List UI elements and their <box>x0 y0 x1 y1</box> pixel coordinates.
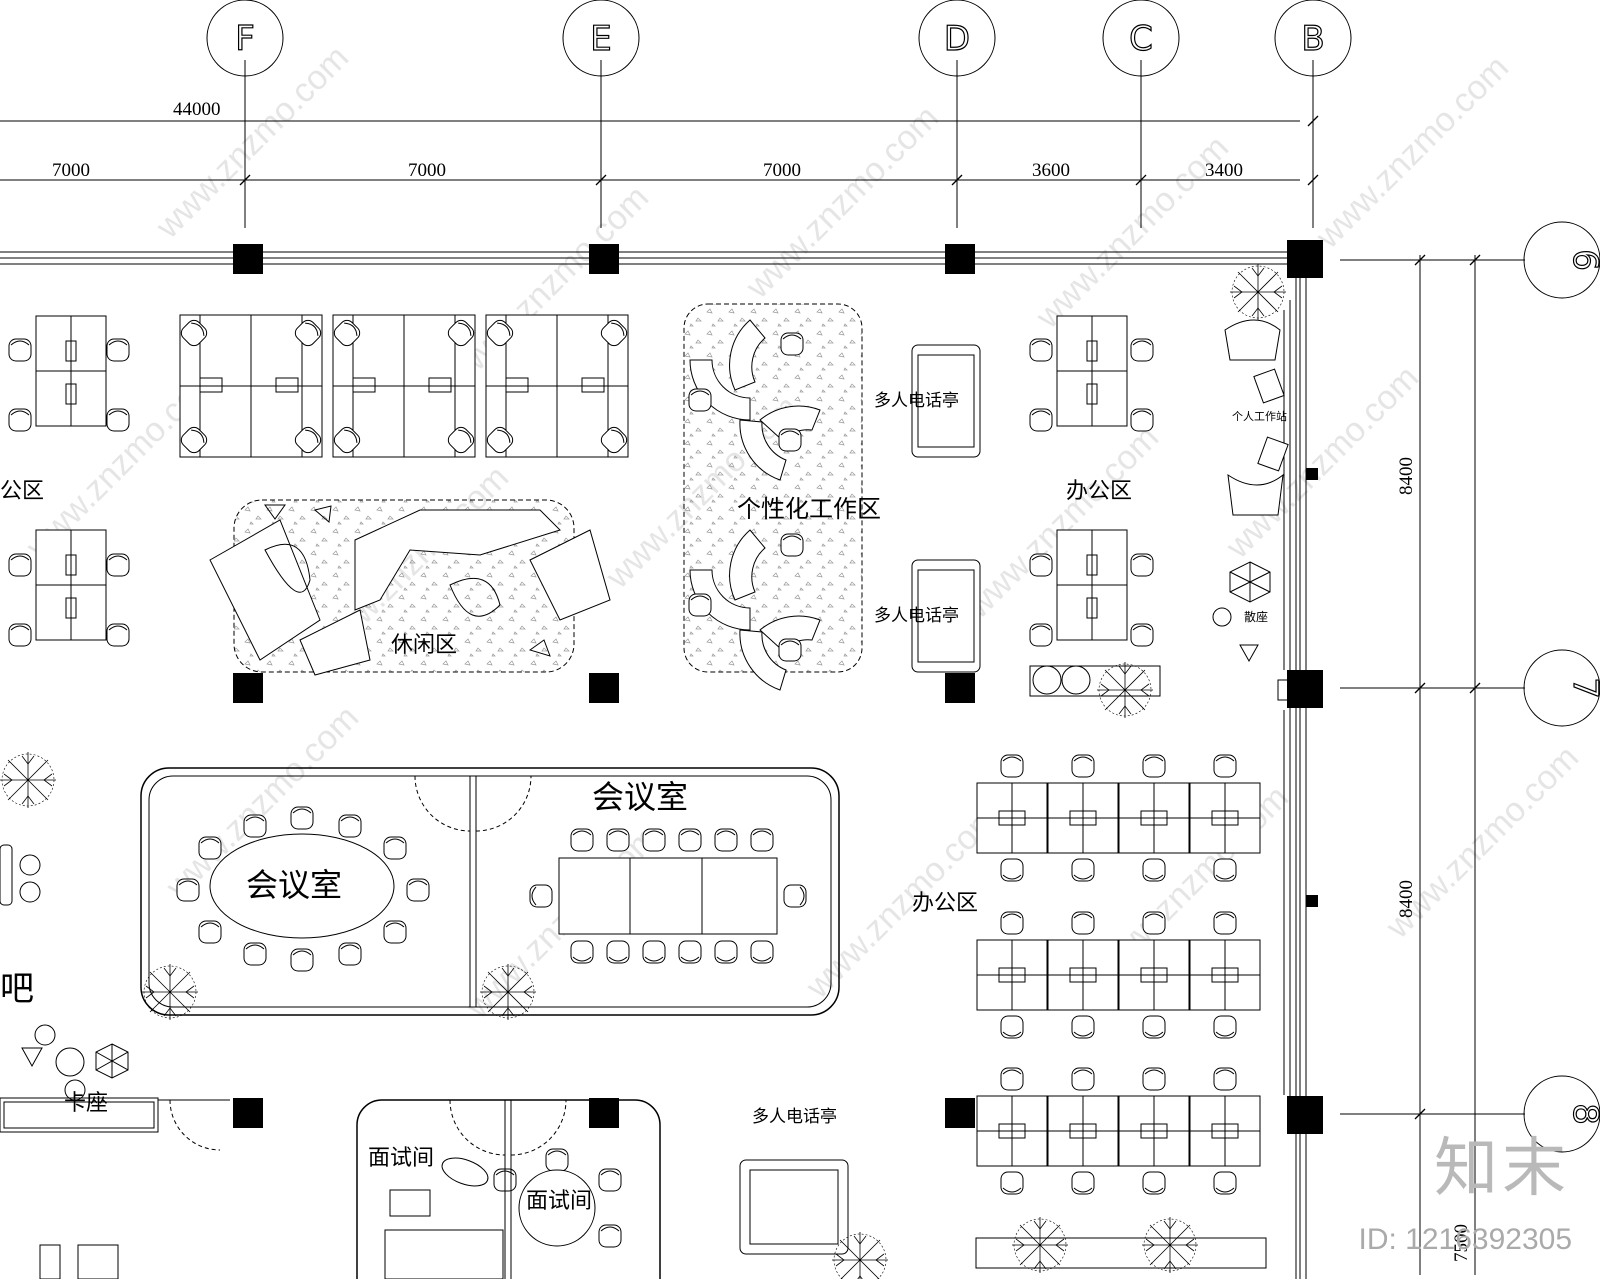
label-office-right-top: 办公区 <box>1066 479 1132 504</box>
meeting-chair <box>383 920 407 944</box>
label-booth: 卡座 <box>64 1091 108 1116</box>
right-span-dimension-3: 7500 <box>1451 1224 1472 1262</box>
meeting-chair <box>243 814 267 838</box>
right-span-dimension-2: 8400 <box>1396 880 1417 918</box>
workstation-row <box>976 1067 1261 1195</box>
meeting-rooms <box>140 767 840 1016</box>
office-center-workstations <box>177 314 631 458</box>
meeting-chair <box>714 828 738 852</box>
axis-label-B: B <box>1301 19 1324 59</box>
meeting-chair <box>176 878 200 902</box>
meeting-chair <box>383 836 407 860</box>
interview-rooms <box>356 1099 661 1279</box>
meeting-chair <box>570 828 594 852</box>
workstation-row <box>976 754 1261 882</box>
booth-area <box>0 844 230 1279</box>
workstation-cluster <box>177 314 325 458</box>
label-individual-station: 个人工作站 <box>1232 409 1287 423</box>
axis-label-8: 8 <box>1565 1103 1600 1125</box>
label-phone-booth-3: 多人电话亭 <box>752 1107 837 1127</box>
meeting-chair <box>338 814 362 838</box>
meeting-chair <box>678 828 702 852</box>
brand-id: ID: 1216392305 <box>1358 1223 1572 1256</box>
meeting-chair <box>642 828 666 852</box>
brand-logo: 知末 <box>1434 1132 1570 1206</box>
dimension-lines: 44000 7000 7000 7000 3600 3400 8400 8400… <box>0 60 1525 1275</box>
label-bar: 吧 <box>0 969 34 1009</box>
meeting-chair <box>606 828 630 852</box>
label-phone-booth-1: 多人电话亭 <box>874 391 959 411</box>
watermark-text: www.znzmo.com <box>1218 358 1426 566</box>
axis-label-7: 7 <box>1565 677 1600 699</box>
label-office-right-mid: 办公区 <box>912 891 978 916</box>
watermark-text: www.znzmo.com <box>1308 48 1516 256</box>
watermark-text: www.znzmo.com <box>738 98 946 306</box>
workstation-cluster <box>483 314 631 458</box>
span-dimension-4: 3600 <box>1032 160 1070 181</box>
overall-dimension: 44000 <box>173 99 221 120</box>
personal-work-area <box>683 303 863 691</box>
meeting-chair <box>406 878 430 902</box>
phone-booths <box>739 344 981 1255</box>
meeting-chair <box>198 836 222 860</box>
structural-columns <box>233 240 1323 1134</box>
axis-label-C: C <box>1129 19 1153 59</box>
meeting-chair <box>290 948 314 972</box>
meeting-chair <box>642 940 666 964</box>
span-dimension-3: 7000 <box>763 160 801 181</box>
axis-label-F: F <box>235 19 255 59</box>
office-right-workstations <box>976 754 1261 1195</box>
span-dimension-1: 7000 <box>52 160 90 181</box>
label-meeting-rect: 会议室 <box>592 778 688 816</box>
right-axis-bubbles: 6 7 8 <box>1523 221 1600 1153</box>
meeting-chair <box>606 940 630 964</box>
label-phone-booth-2: 多人电话亭 <box>874 606 959 626</box>
label-personal-work: 个性化工作区 <box>737 495 881 523</box>
label-office-left: 公区 <box>0 479 44 504</box>
meeting-chair <box>570 940 594 964</box>
label-interview-2: 面试间 <box>526 1189 592 1214</box>
meeting-chair <box>750 828 774 852</box>
label-meeting-oval: 会议室 <box>246 866 342 904</box>
room-labels: 公区 休闲区 个性化工作区 多人电话亭 多人电话亭 多人电话亭 办公区 办公区 … <box>0 391 1287 1214</box>
meeting-chair <box>243 942 267 966</box>
workstation-cluster <box>330 314 478 458</box>
lounge-area <box>209 499 611 676</box>
meeting-chair <box>198 920 222 944</box>
meeting-chair <box>750 940 774 964</box>
meeting-chair <box>678 940 702 964</box>
meeting-chair <box>714 940 738 964</box>
right-span-dimension-1: 8400 <box>1396 457 1417 495</box>
span-dimension-5: 3400 <box>1205 160 1243 181</box>
individual-station-furniture <box>1212 263 1289 663</box>
meeting-chair <box>338 942 362 966</box>
label-interview-1: 面试间 <box>368 1146 434 1171</box>
plants <box>0 661 1267 1279</box>
meeting-chair <box>290 806 314 830</box>
axis-label-E: E <box>590 19 611 59</box>
span-dimension-2: 7000 <box>408 160 446 181</box>
label-lounge: 休闲区 <box>391 633 457 658</box>
axis-label-6: 6 <box>1565 249 1600 271</box>
label-casual-seating: 散座 <box>1244 609 1268 624</box>
axis-label-D: D <box>944 19 970 59</box>
